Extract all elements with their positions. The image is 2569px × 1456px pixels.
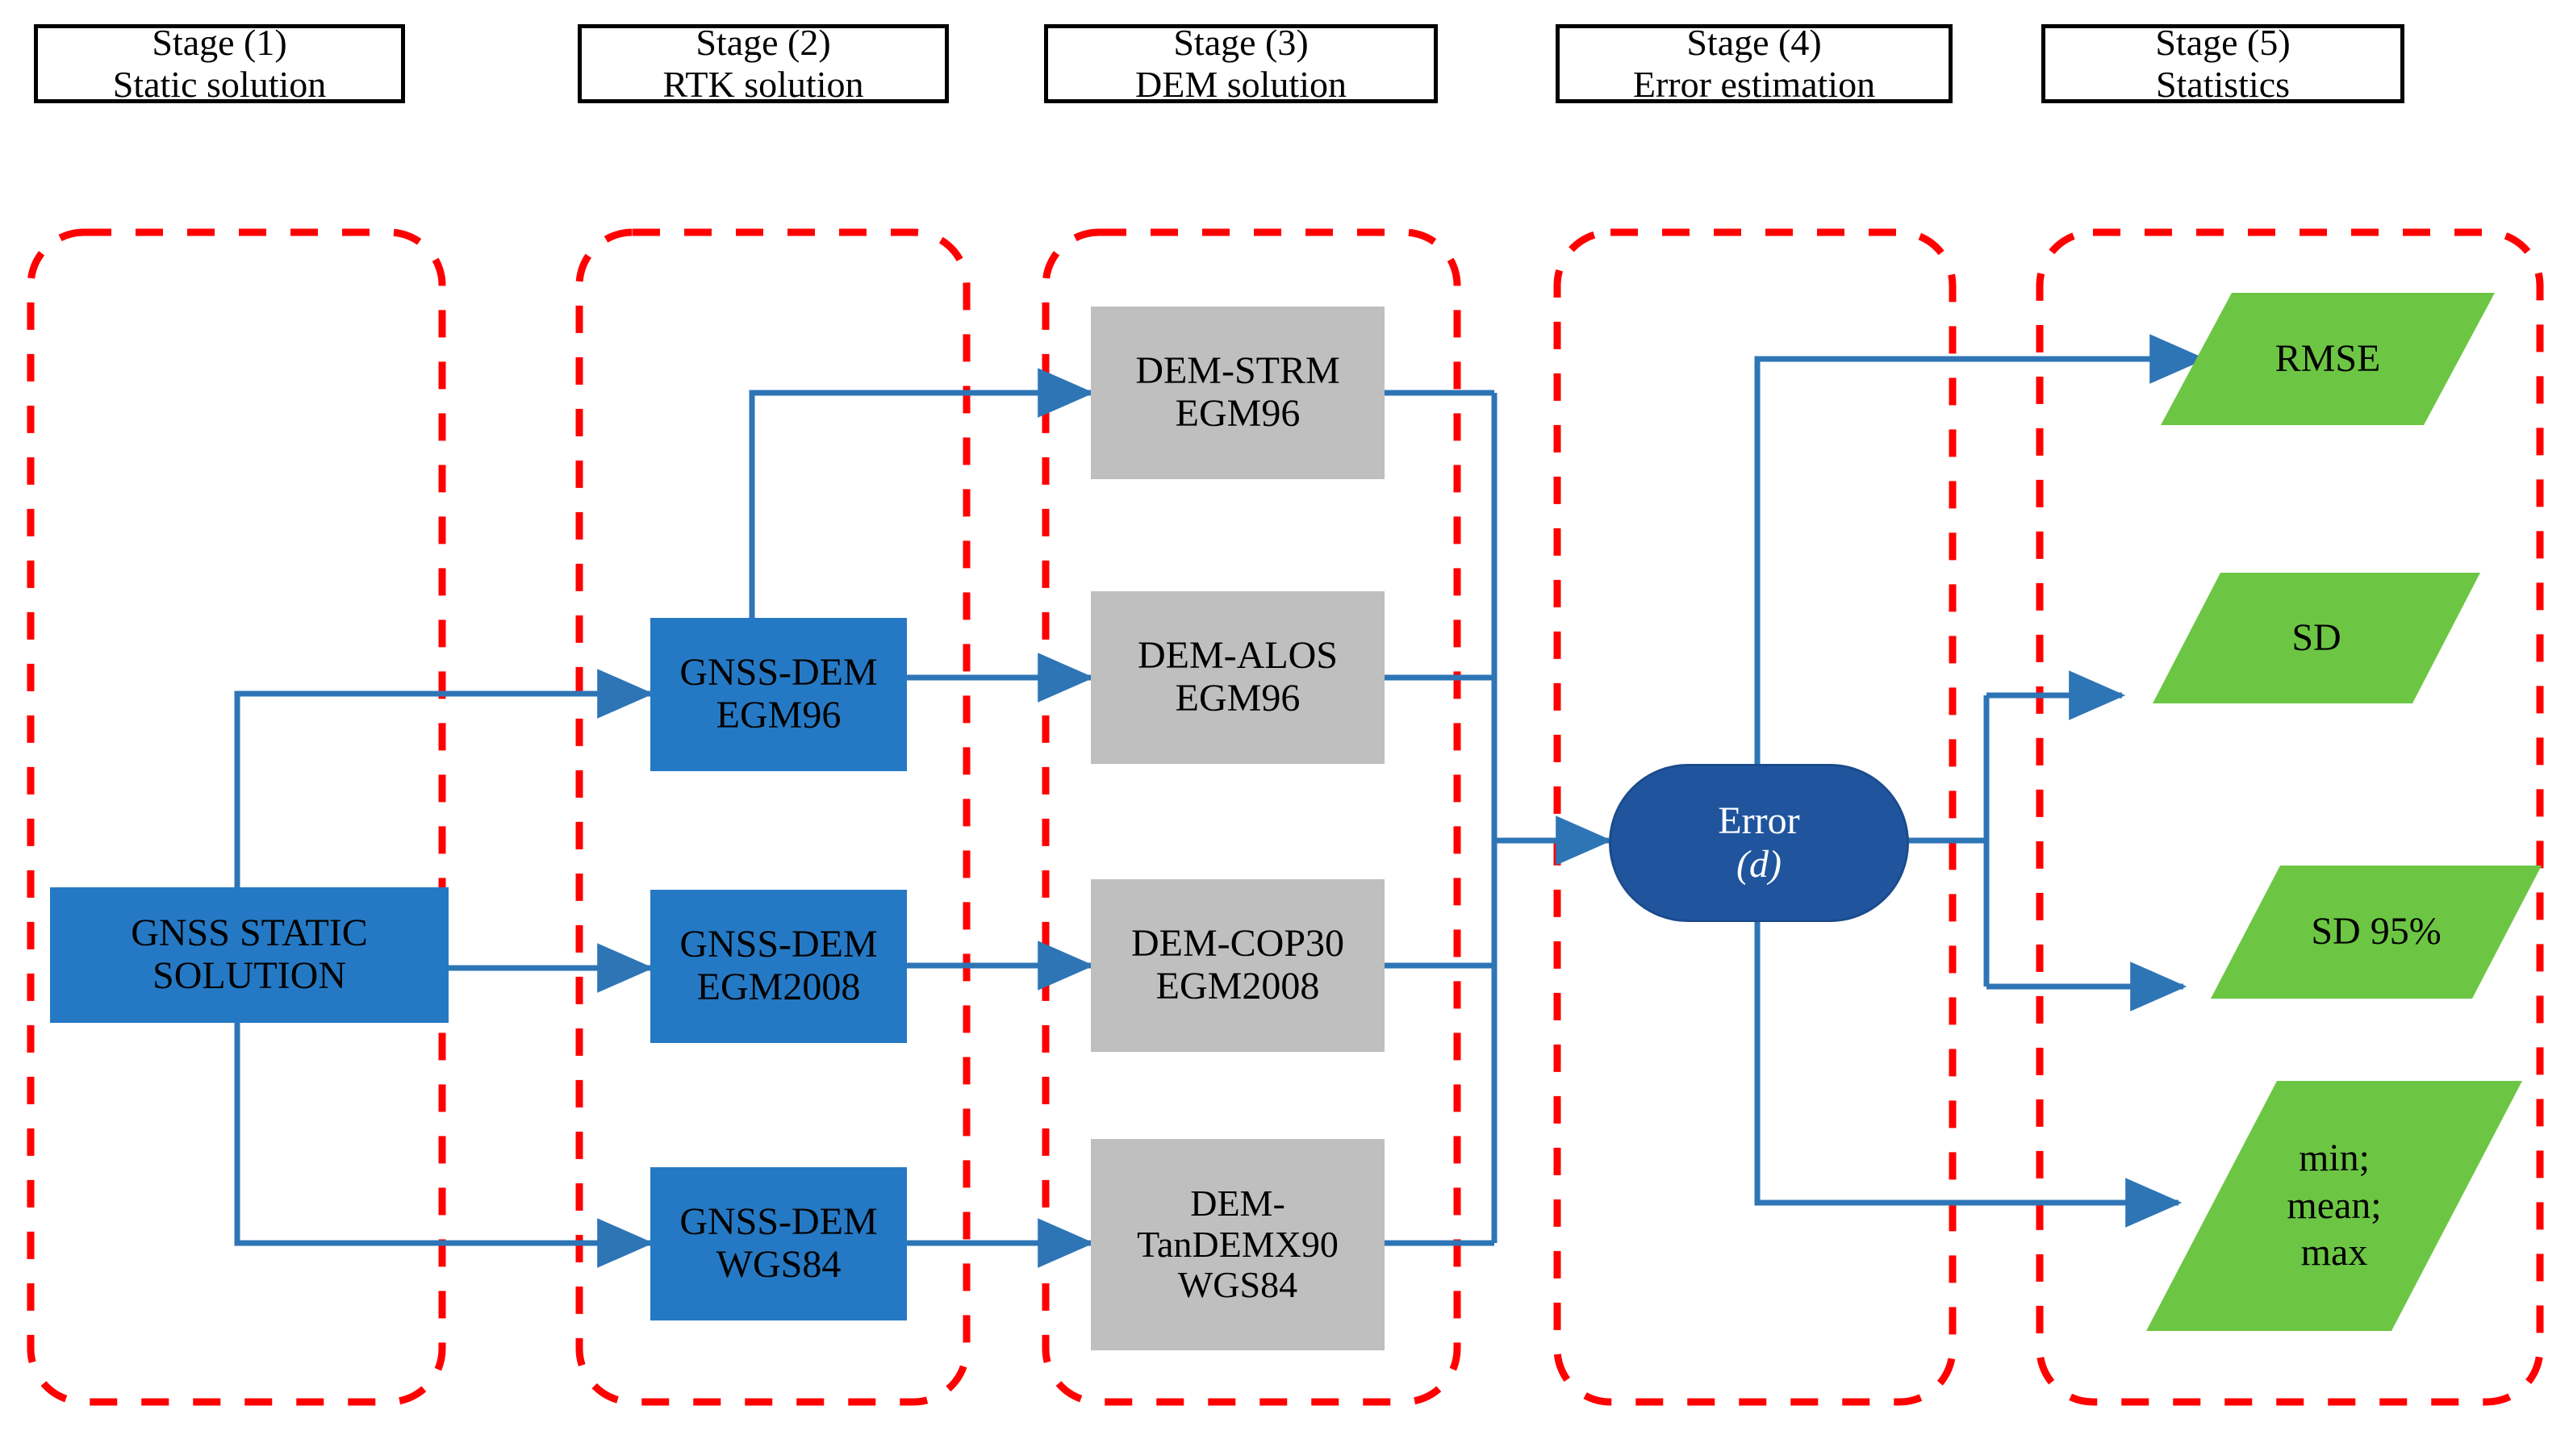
node-dem-tandemx90[interactable]: DEM- TanDEMX90 WGS84 bbox=[1091, 1139, 1385, 1350]
node-line-2: EGM2008 bbox=[1155, 965, 1320, 1008]
stage-number: Stage (1) bbox=[152, 22, 287, 64]
stage-header-1: Stage (1) Static solution bbox=[34, 22, 405, 105]
stage-header-3: Stage (3) DEM solution bbox=[1044, 22, 1438, 105]
stage-name: RTK solution bbox=[662, 64, 864, 105]
node-gnss-dem-wgs84[interactable]: GNSS-DEM WGS84 bbox=[650, 1167, 907, 1320]
stage-group-2 bbox=[575, 228, 971, 1406]
node-gnss-static-solution[interactable]: GNSS STATIC SOLUTION bbox=[50, 887, 449, 1023]
edges-stage2-to-stage3 bbox=[749, 368, 1095, 1268]
node-line-1: DEM-COP30 bbox=[1130, 922, 1345, 966]
node-line-1: GNSS-DEM bbox=[679, 923, 878, 966]
edge-egm96-to-strm bbox=[749, 390, 1041, 618]
node-line-2: EGM96 bbox=[1175, 677, 1301, 720]
node-error[interactable]: Error (d) bbox=[1609, 764, 1909, 922]
parallelogram-sd95[interactable] bbox=[2211, 866, 2542, 999]
node-line-1: DEM-STRM bbox=[1135, 349, 1340, 393]
edge-gnss-static-bus-down bbox=[234, 1023, 550, 1246]
node-line-3: WGS84 bbox=[1177, 1264, 1298, 1306]
node-line-1: GNSS STATIC bbox=[131, 912, 368, 955]
node-line-2: TanDEMX90 bbox=[1137, 1223, 1339, 1265]
node-gnss-dem-egm96[interactable]: GNSS-DEM EGM96 bbox=[650, 618, 907, 771]
node-line-1: GNSS-DEM bbox=[679, 1200, 878, 1244]
stage-name: Static solution bbox=[112, 64, 327, 105]
node-line-1: Error bbox=[1718, 799, 1800, 843]
stage-name: Statistics bbox=[2155, 64, 2291, 105]
stage-header-5: Stage (5) Statistics bbox=[2041, 22, 2404, 105]
edge-error-bottom-riser bbox=[1754, 924, 2130, 1206]
edges-error-to-statistics bbox=[1754, 334, 2207, 1228]
stage-group-4 bbox=[1553, 228, 1957, 1406]
node-line-2: (d) bbox=[1736, 843, 1782, 886]
stage-number: Stage (4) bbox=[1686, 22, 1822, 64]
stage-name: DEM solution bbox=[1135, 64, 1347, 105]
node-line-2: EGM96 bbox=[1175, 392, 1301, 435]
node-gnss-dem-egm2008[interactable]: GNSS-DEM EGM2008 bbox=[650, 890, 907, 1043]
statistics-shapes bbox=[2146, 293, 2542, 1331]
edge-gnss-static-bus bbox=[234, 690, 550, 887]
stage-number: Stage (2) bbox=[696, 22, 831, 64]
stage-header-2: Stage (2) RTK solution bbox=[578, 22, 949, 105]
node-line-2: EGM2008 bbox=[696, 966, 861, 1008]
node-dem-strm[interactable]: DEM-STRM EGM96 bbox=[1091, 307, 1385, 479]
stage-group-outlines bbox=[27, 228, 2544, 1406]
node-dem-cop30[interactable]: DEM-COP30 EGM2008 bbox=[1091, 879, 1385, 1052]
node-line-1: DEM- bbox=[1190, 1183, 1285, 1224]
stage-group-5 bbox=[2036, 228, 2544, 1406]
node-line-2: SOLUTION bbox=[152, 954, 346, 997]
edges-stage3-to-error bbox=[1385, 390, 1613, 1246]
stage-number: Stage (5) bbox=[2155, 22, 2291, 64]
stage-name: Error estimation bbox=[1632, 64, 1876, 105]
parallelogram-sd[interactable] bbox=[2153, 573, 2480, 703]
stage-number: Stage (3) bbox=[1173, 22, 1309, 64]
edges-stage1-to-stage2 bbox=[234, 669, 654, 1268]
stage-header-4: Stage (4) Error estimation bbox=[1556, 22, 1953, 105]
parallelogram-rmse[interactable] bbox=[2161, 293, 2495, 425]
node-dem-alos[interactable]: DEM-ALOS EGM96 bbox=[1091, 591, 1385, 764]
edge-error-left-riser bbox=[1754, 356, 2134, 924]
parallelogram-minmax[interactable] bbox=[2146, 1081, 2522, 1331]
node-line-1: DEM-ALOS bbox=[1138, 634, 1338, 678]
node-line-2: EGM96 bbox=[716, 694, 842, 736]
node-line-2: WGS84 bbox=[716, 1243, 842, 1286]
node-line-1: GNSS-DEM bbox=[679, 651, 878, 695]
